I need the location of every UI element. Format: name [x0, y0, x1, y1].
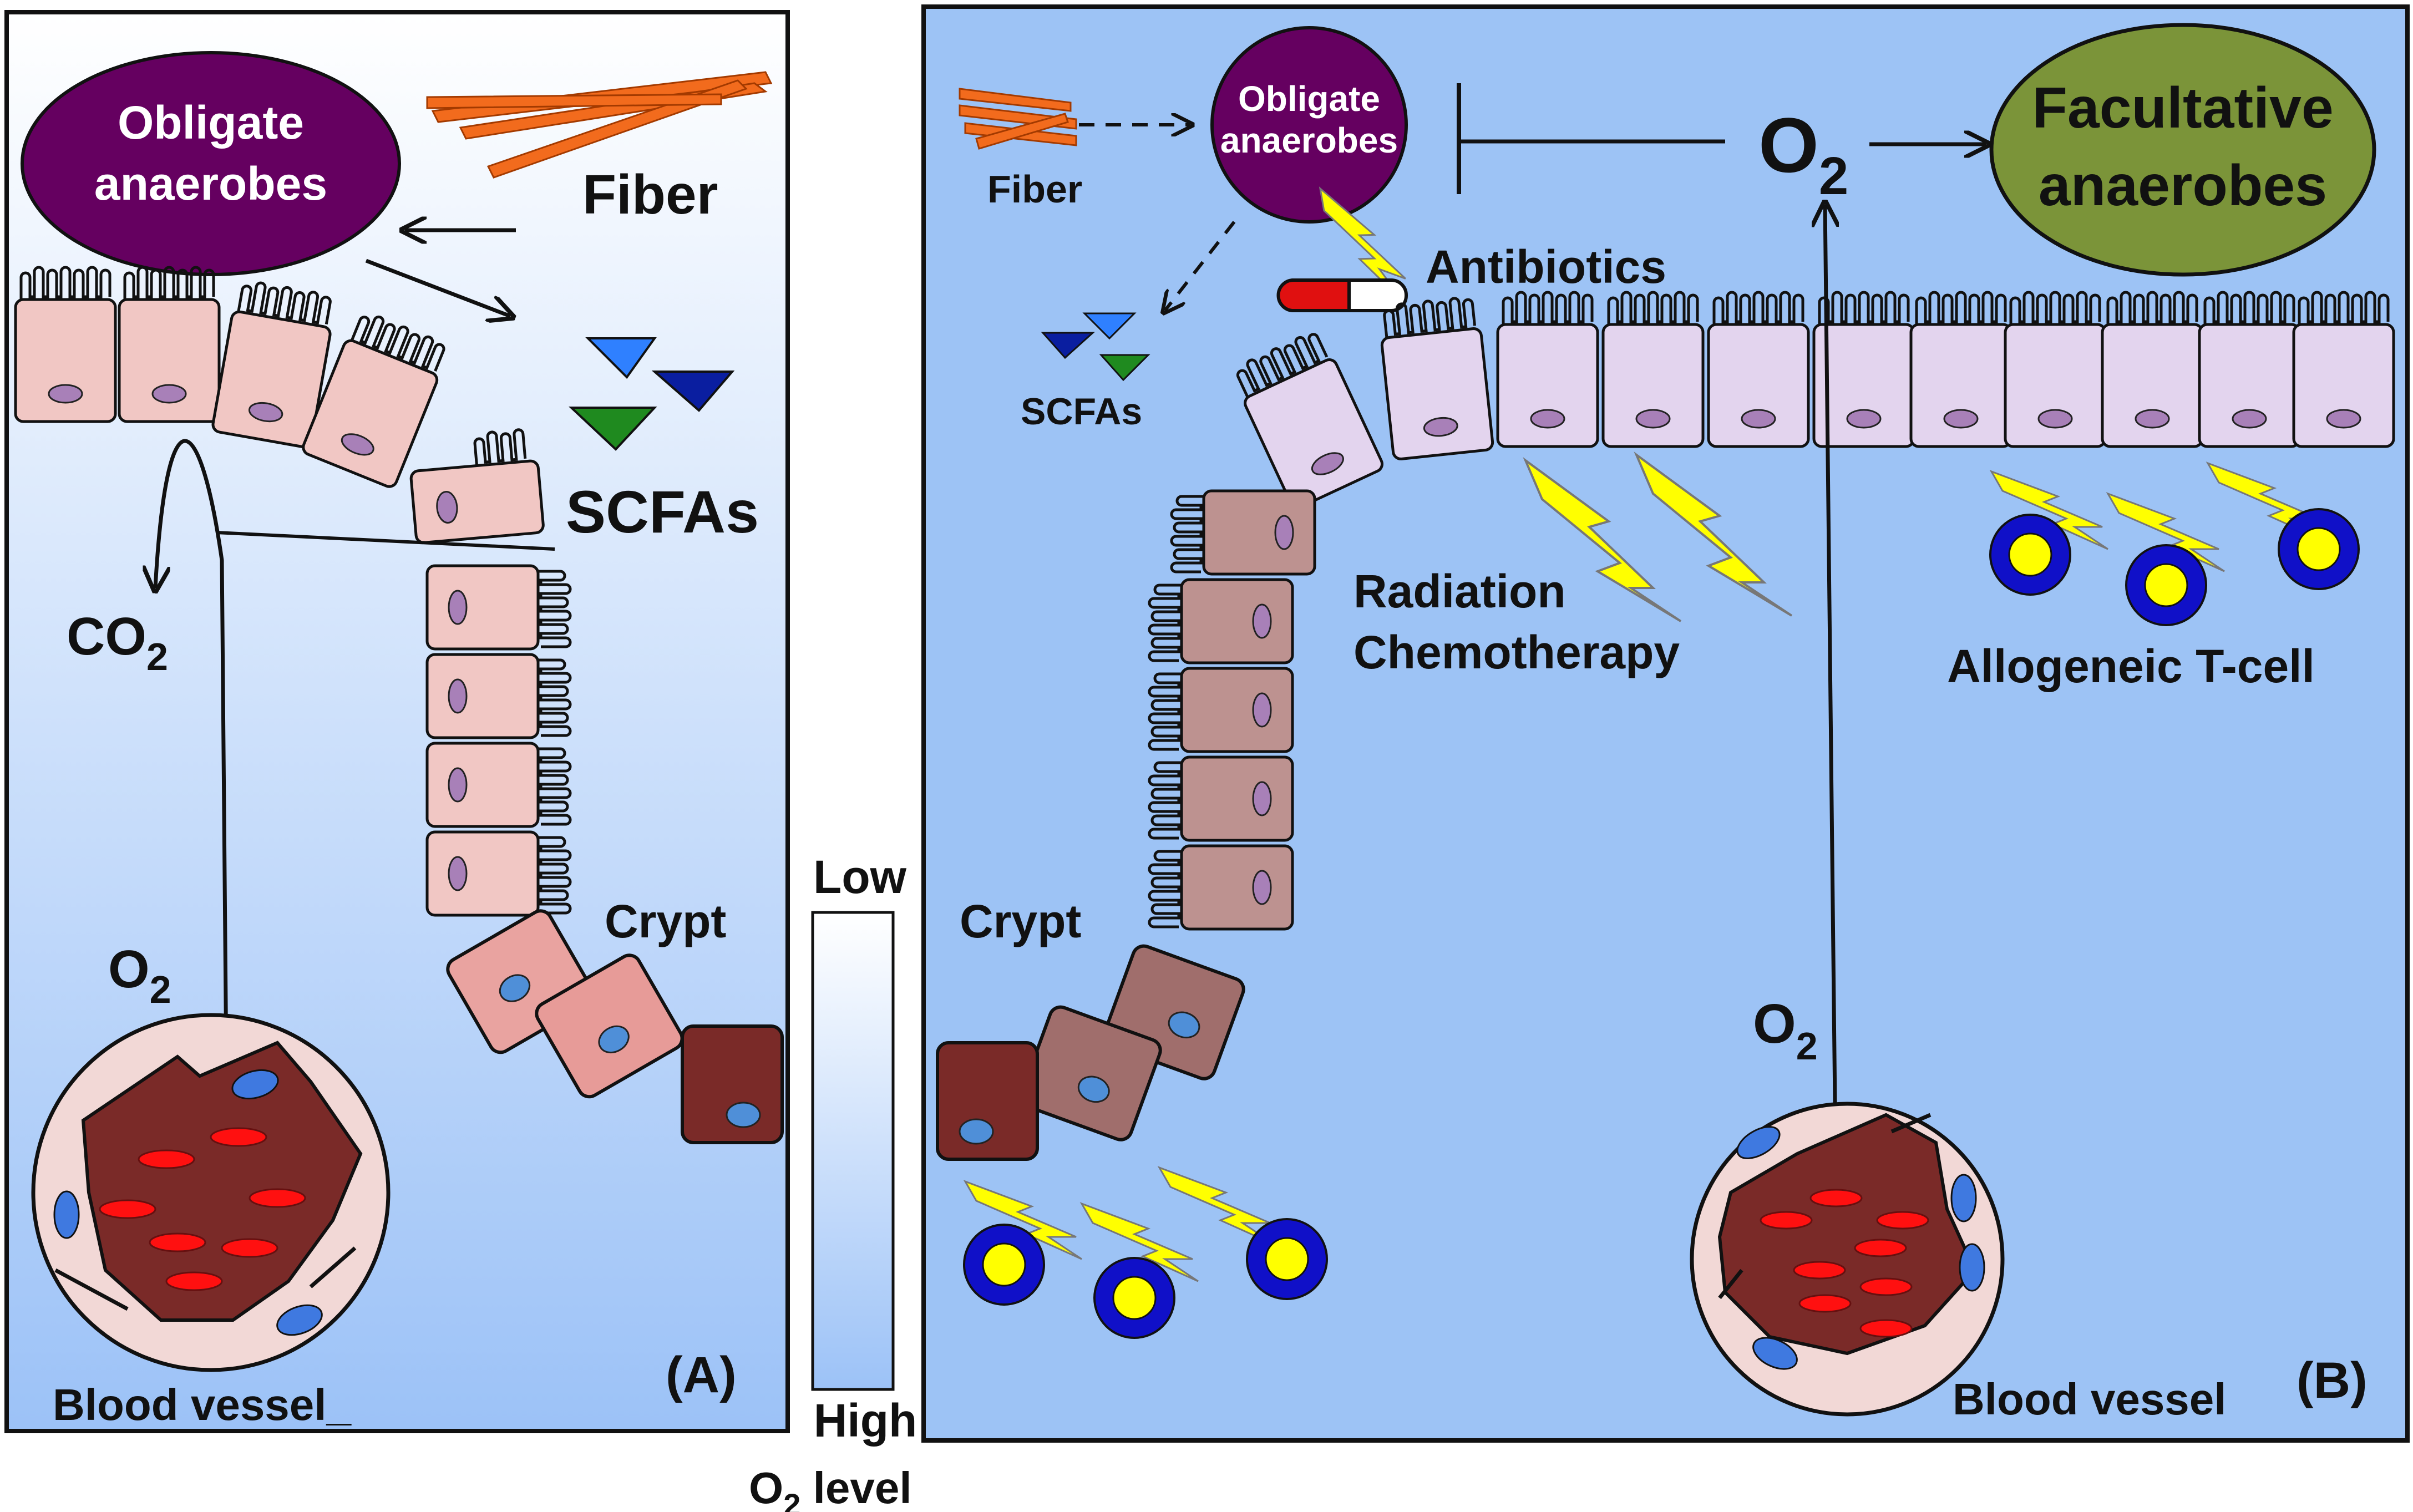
scfa-triangles-icon	[568, 337, 735, 451]
crypt-label-b: Crypt	[960, 895, 1081, 947]
o2-level-scale: Low High O2 level	[749, 851, 917, 1512]
crypt-base-cells	[446, 909, 784, 1144]
o2-gradient-bar	[811, 911, 895, 1391]
blood-vessel-label-a: Blood vessel_	[53, 1380, 352, 1429]
antibiotics-label: Antibiotics	[1426, 241, 1666, 293]
epithelium-top-row	[16, 267, 545, 544]
blood-vessel-a	[31, 1013, 391, 1372]
obligate-b-line1: Obligate	[1238, 79, 1380, 119]
scale-low-label: Low	[813, 851, 907, 903]
obligate-b-line2: anaerobes	[1220, 120, 1398, 160]
panel-b: Fiber Obligate anaerobes O2 Facultative …	[921, 4, 2410, 1443]
o2-co2-exchange-arrow	[155, 439, 230, 1193]
chemotherapy-label: Chemotherapy	[1353, 626, 1680, 678]
radiation-label: Radiation	[1353, 565, 1566, 617]
antibiotic-pill-icon	[1276, 278, 1408, 312]
facultative-line2: anaerobes	[2039, 154, 2327, 218]
scfa-label: SCFAs	[566, 478, 759, 545]
obligate-label-line1: Obligate	[118, 97, 304, 149]
crypt-label: Crypt	[605, 895, 726, 947]
panel-b-label: (B)	[2297, 1352, 2368, 1409]
obligate-anaerobes-blob-b: Obligate anaerobes	[1210, 26, 1408, 224]
o2-label-b-top: O2	[1758, 102, 1848, 206]
blood-vessel-b	[1690, 1102, 2005, 1417]
co2-label: CO2	[67, 607, 168, 678]
scale-high-label: High	[814, 1394, 917, 1447]
fiber-icon	[426, 71, 773, 179]
fiber-label: Fiber	[582, 164, 718, 226]
fiber-icon-b	[959, 88, 1077, 150]
crypt-base-cells-b	[936, 944, 1245, 1161]
co2-connector-line	[216, 531, 555, 551]
scale-title: O2 level	[749, 1463, 912, 1512]
o2-label-b-mid: O2	[1753, 993, 1818, 1068]
obligate-anaerobes-blob: Obligate anaerobes	[21, 51, 401, 276]
facultative-line1: Facultative	[2032, 76, 2333, 140]
obligate-label-line2: anaerobes	[94, 158, 327, 210]
panel-a: Obligate anaerobes Fiber SCFAs	[4, 10, 790, 1433]
blood-vessel-label-b: Blood vessel	[1953, 1374, 2227, 1424]
panel-a-label: (A)	[666, 1347, 737, 1403]
anaerobes-to-scfa-arrow-b	[1165, 221, 1236, 311]
facultative-anaerobes-blob: Facultative anaerobes	[1989, 23, 2376, 277]
blood-o2-up-arrow	[1825, 205, 1836, 1204]
o2-label-a: O2	[108, 940, 171, 1011]
allogeneic-label: Allogeneic T-cell	[1947, 640, 2315, 692]
crypt-column-b	[1149, 491, 1315, 929]
scfa-triangles-icon-b	[1041, 312, 1150, 382]
fiber-label-b: Fiber	[987, 168, 1082, 211]
anaerobes-to-scfa-arrow	[365, 258, 510, 316]
scfa-label-b: SCFAs	[1021, 390, 1142, 433]
